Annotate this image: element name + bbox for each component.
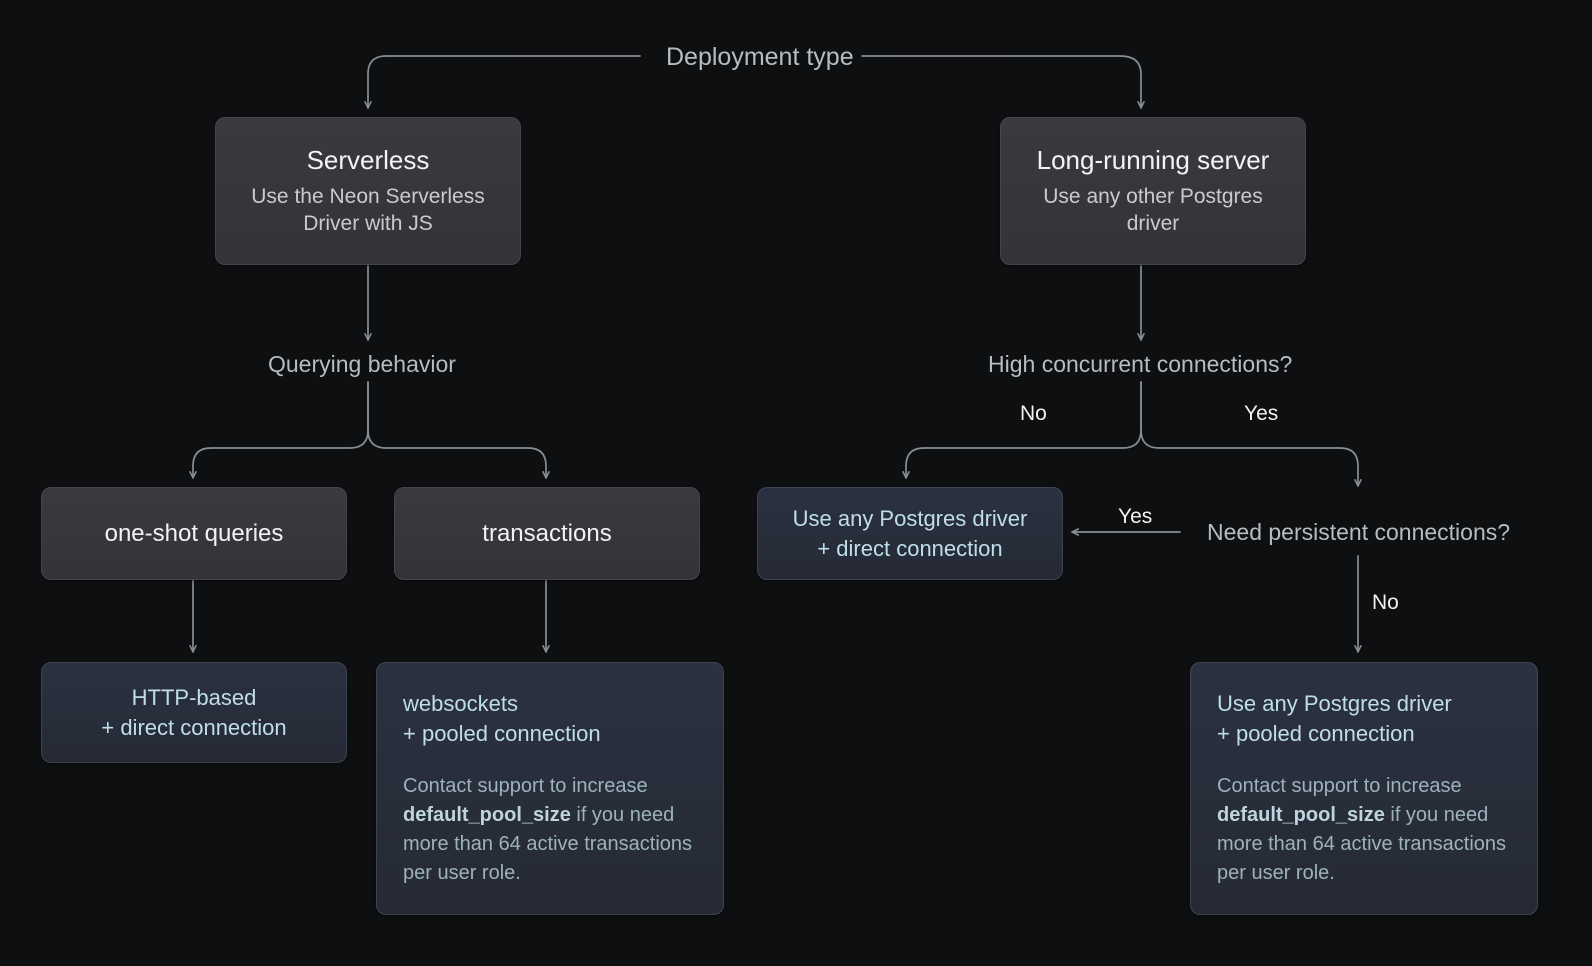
note-text-after: if you need more than 64 active transact… (403, 804, 693, 885)
edge-highconcurrent-no (902, 381, 1142, 479)
note-code-default-pool-size: default_pool_size (403, 804, 571, 827)
label-need-persistent-connections: Need persistent connections? (1207, 519, 1511, 545)
edge-highconcurrent-yes (1140, 381, 1362, 487)
edge-label-need-persistent-yes: Yes (1118, 505, 1153, 528)
node-long-running-subtitle: Use any other Postgres driver (1043, 184, 1263, 235)
node-http-direct-title: HTTP-based + direct connection (101, 684, 287, 740)
edge-label-high-concurrent-no: No (1020, 402, 1047, 425)
node-websockets-pooled-note: Contact support to increase default_pool… (403, 772, 697, 888)
node-transactions[interactable]: transactions (394, 487, 700, 580)
node-long-running-server[interactable]: Long-running server Use any other Postgr… (1000, 117, 1306, 265)
edge-label-need-persistent-no: No (1372, 591, 1399, 614)
label-querying-behavior: Querying behavior (268, 351, 456, 377)
node-any-postgres-pooled-title: Use any Postgres driver + pooled connect… (1217, 691, 1452, 746)
node-serverless-subtitle: Use the Neon Serverless Driver with JS (251, 184, 485, 235)
node-one-shot-queries-title: one-shot queries (104, 519, 284, 547)
node-any-postgres-direct-title: Use any Postgres driver + direct connect… (792, 505, 1028, 561)
node-any-postgres-pooled[interactable]: Use any Postgres driver + pooled connect… (1190, 662, 1538, 915)
node-serverless[interactable]: Serverless Use the Neon Serverless Drive… (215, 117, 521, 265)
node-websockets-pooled[interactable]: websockets + pooled connection Contact s… (376, 662, 724, 915)
edge-querying-to-transactions (367, 381, 550, 479)
edge-label-high-concurrent-yes: Yes (1244, 402, 1279, 425)
note-text-before: Contact support to increase (1217, 775, 1462, 798)
note-text-before: Contact support to increase (403, 775, 648, 798)
node-http-direct[interactable]: HTTP-based + direct connection (41, 662, 347, 763)
note-text-after: if you need more than 64 active transact… (1217, 804, 1507, 885)
node-serverless-title: Serverless (306, 144, 430, 175)
edge-querying-to-oneshot (189, 381, 369, 479)
label-deployment-type: Deployment type (666, 43, 854, 71)
note-code-default-pool-size: default_pool_size (1217, 804, 1385, 827)
node-long-running-title: Long-running server (1036, 144, 1270, 175)
node-any-postgres-pooled-note: Contact support to increase default_pool… (1217, 772, 1511, 888)
node-transactions-title: transactions (482, 519, 612, 547)
node-one-shot-queries[interactable]: one-shot queries (41, 487, 347, 580)
label-high-concurrent-connections: High concurrent connections? (988, 351, 1293, 377)
node-any-postgres-direct[interactable]: Use any Postgres driver + direct connect… (757, 487, 1063, 580)
edge-root-to-longrunning (1119, 55, 1145, 109)
edge-root-to-serverless (364, 55, 387, 109)
node-websockets-pooled-title: websockets + pooled connection (403, 691, 601, 746)
